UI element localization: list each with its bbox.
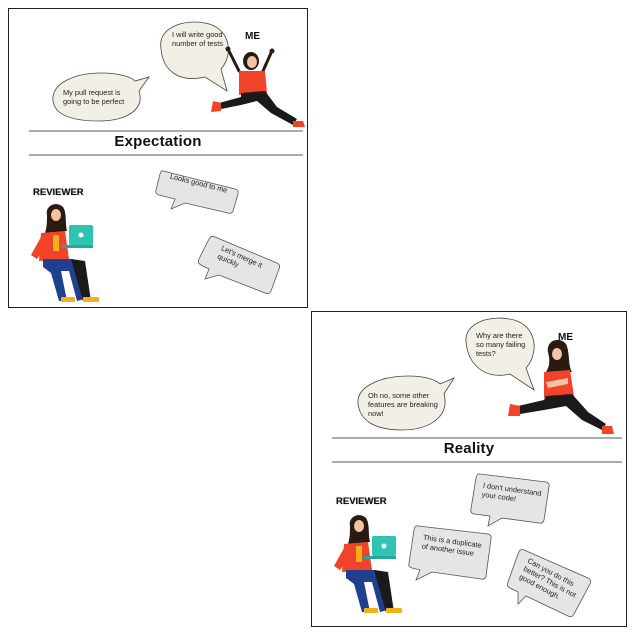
reviewer-label: REVIEWER [33, 187, 84, 198]
reviewer-speech-bubble-2 [197, 235, 281, 295]
reviewer-speech-bubble-1 [470, 473, 550, 527]
me-running-figure-arms-crossed [508, 339, 614, 434]
me-bubble-text-2: My pull request is going to be perfect [63, 88, 125, 106]
me-label: ME [558, 332, 573, 343]
me-bubble-text-1: Why are there so many failing tests? [476, 331, 526, 358]
reality-panel: Why are there so many failing tests? Oh … [311, 311, 627, 627]
me-label: ME [245, 31, 260, 42]
reviewer-label: REVIEWER [336, 496, 387, 507]
reality-illustration [332, 317, 622, 618]
me-speech-bubble-2 [357, 375, 456, 431]
me-speech-bubble-1 [465, 317, 535, 392]
me-speech-bubble-2 [52, 72, 150, 122]
me-running-figure [211, 46, 305, 127]
panel-heading: Reality [443, 440, 495, 457]
me-bubble-text-1: I will write good number of tests [172, 30, 223, 48]
me-bubble-text-2: Oh no, some other features are breaking … [368, 391, 438, 418]
panel-heading: Expectation [114, 133, 202, 150]
reviewer-speech-bubble-3 [506, 549, 592, 618]
expectation-panel: I will write good number of tests My pul… [8, 8, 308, 308]
reviewer-speech-bubble-2 [408, 525, 492, 581]
reviewer-seated-figure [31, 204, 99, 302]
reviewer-seated-figure [334, 515, 402, 613]
expectation-illustration [29, 21, 305, 302]
reviewer-speech-bubble-1 [155, 170, 239, 214]
